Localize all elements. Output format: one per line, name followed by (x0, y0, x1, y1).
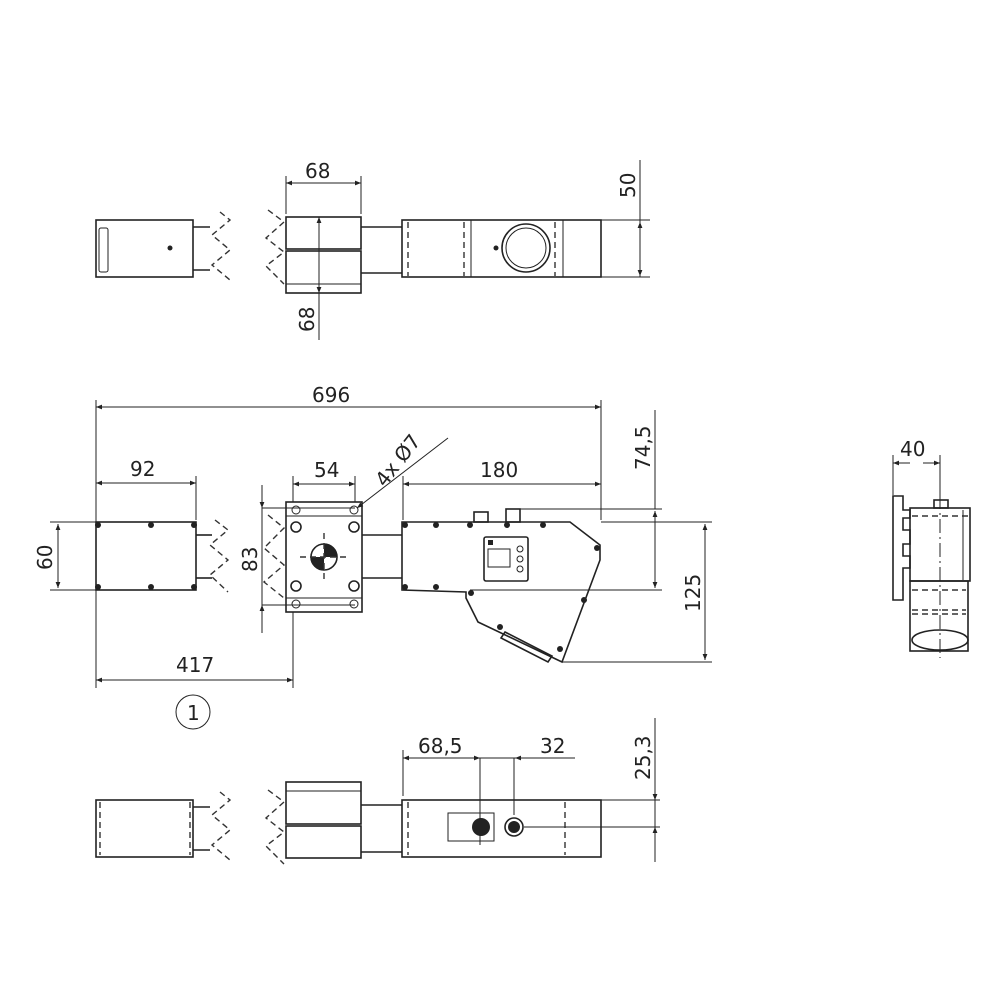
dim-head-height: 125 (681, 574, 705, 612)
top-view: 68 68 50 (95, 159, 650, 340)
dim-hole-spacing: 54 (314, 458, 339, 482)
center-of-gravity-icon (300, 533, 348, 582)
item-number: 1 (187, 701, 200, 725)
dim-top-height: 68 (295, 307, 319, 332)
dim-connector-height: 74,5 (631, 425, 655, 470)
dim-connector-offset: 25,3 (631, 735, 655, 780)
dim-mount-position: 417 (176, 653, 214, 677)
dim-overall-length: 696 (312, 383, 350, 407)
dim-left-box-height: 60 (33, 545, 57, 570)
dim-top-width: 68 (305, 159, 330, 183)
bottom-view: 68,5 32 25,3 (95, 718, 660, 865)
dim-side-width: 40 (900, 437, 925, 461)
dim-connector2: 32 (540, 734, 565, 758)
dim-body-height: 50 (616, 173, 640, 198)
side-view: 40 (892, 437, 971, 658)
dim-connector1: 68,5 (418, 734, 463, 758)
front-view: 696 92 60 54 83 4x Ø7 180 (33, 383, 712, 730)
hole-callout: 4x Ø7 (370, 430, 425, 492)
mounting-holes (290, 505, 360, 609)
dim-head-length: 180 (480, 458, 518, 482)
dim-plate-height: 83 (238, 547, 262, 572)
sensor-head (401, 508, 601, 664)
dim-left-box-width: 92 (130, 457, 155, 481)
